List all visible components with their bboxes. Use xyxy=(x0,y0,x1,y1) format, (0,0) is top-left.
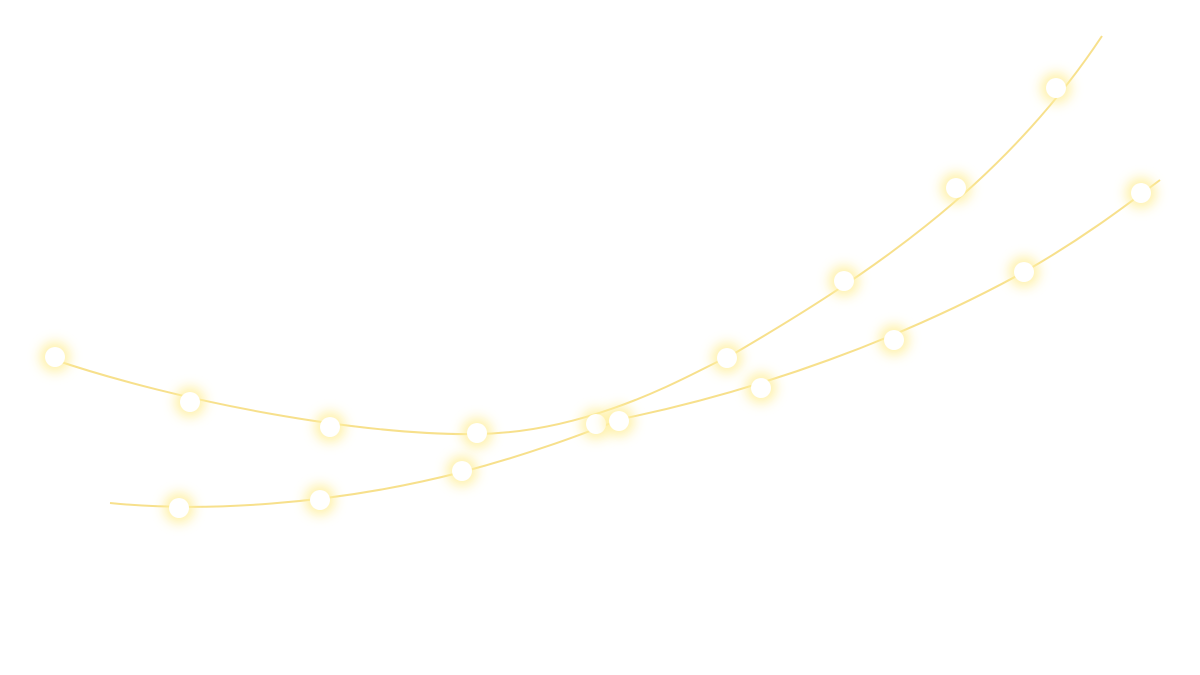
upper-strand-bulb xyxy=(315,412,345,442)
bulb-core xyxy=(452,461,472,481)
lower-strand-bulb xyxy=(164,493,194,523)
bulb-core xyxy=(1014,262,1034,282)
lower-strand-bulb xyxy=(746,373,776,403)
upper-strand-bulb xyxy=(40,342,70,372)
bulb-core xyxy=(169,498,189,518)
bulb-core xyxy=(586,414,606,434)
bulb-core xyxy=(717,348,737,368)
upper-strand-wire xyxy=(54,35,1103,436)
bulb-core xyxy=(45,347,65,367)
bulb-core xyxy=(609,411,629,431)
lower-strand-bulb xyxy=(604,406,634,436)
upper-strand-bulb xyxy=(581,409,611,439)
bulb-core xyxy=(180,392,200,412)
upper-strand-bulb xyxy=(175,387,205,417)
bulb-core xyxy=(1131,183,1151,203)
bulb-core xyxy=(884,330,904,350)
bulb-core xyxy=(946,178,966,198)
bulbs xyxy=(40,73,1156,523)
lower-strand-wire xyxy=(109,179,1161,508)
bulb-core xyxy=(751,378,771,398)
upper-strand-bulb xyxy=(712,343,742,373)
lower-strand-bulb xyxy=(447,456,477,486)
lower-strand-bulb xyxy=(305,485,335,515)
upper-strand-bulb xyxy=(829,266,859,296)
lower-strand-bulb xyxy=(1126,178,1156,208)
bulb-core xyxy=(310,490,330,510)
lower-strand-bulb xyxy=(1009,257,1039,287)
lower-strand-bulb xyxy=(879,325,909,355)
upper-strand-bulb xyxy=(1041,73,1071,103)
bulb-core xyxy=(1046,78,1066,98)
upper-strand-bulb xyxy=(462,418,492,448)
wires xyxy=(54,35,1161,508)
bulb-core xyxy=(320,417,340,437)
bulb-core xyxy=(467,423,487,443)
bulb-core xyxy=(834,271,854,291)
upper-strand-bulb xyxy=(941,173,971,203)
